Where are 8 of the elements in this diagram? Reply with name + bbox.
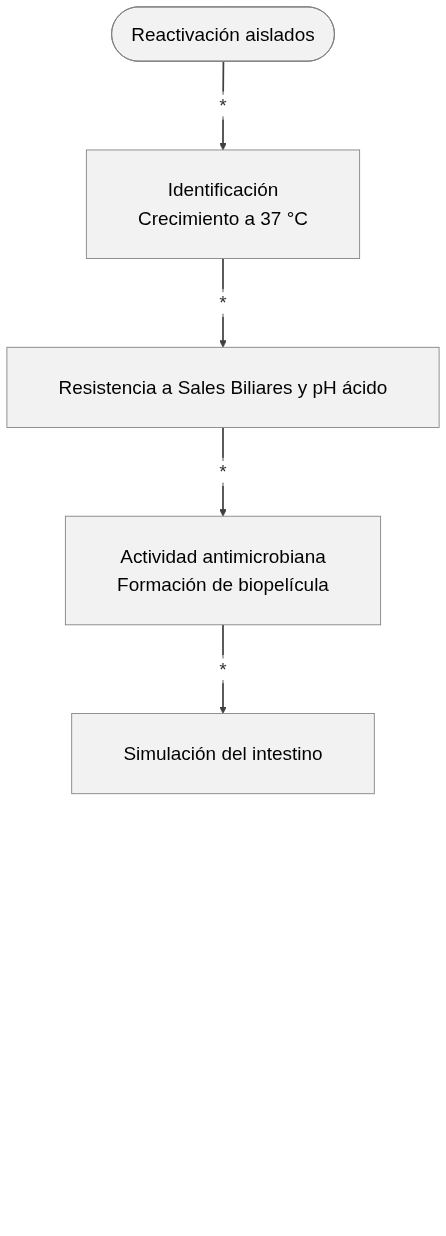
node-box: Identificación Crecimiento a 37 °C: [85, 149, 361, 259]
edge-label: *: [219, 658, 227, 680]
node-box: Simulación del intestino: [71, 713, 375, 795]
edge-label: *: [219, 461, 227, 483]
edge-label: *: [219, 292, 227, 314]
edge-label: *: [219, 94, 227, 117]
node-box: Actividad antimicrobiana Formación de biopelícula: [64, 515, 382, 626]
node-box: Resistencia a Sales Biliares y pH ácido: [6, 346, 440, 428]
